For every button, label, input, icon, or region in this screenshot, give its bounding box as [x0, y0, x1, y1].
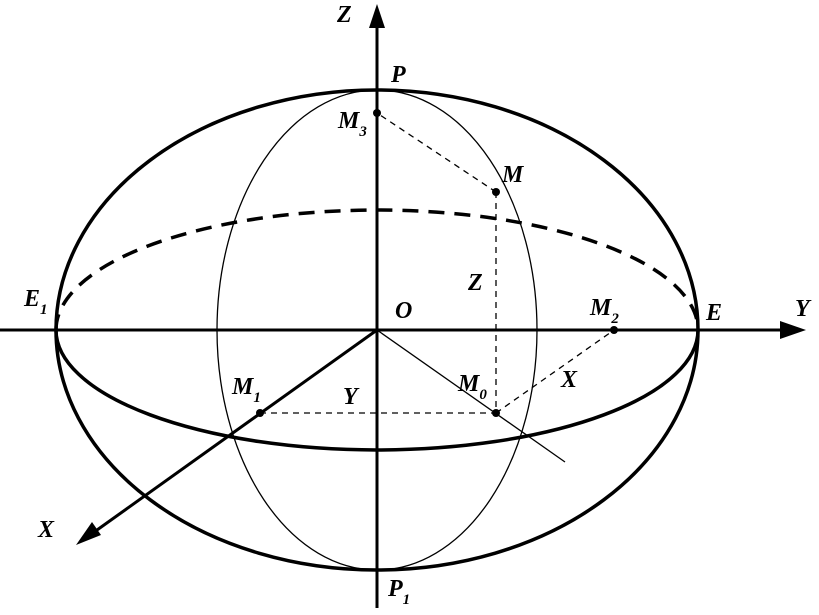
label-point-m2: M2 [589, 295, 619, 327]
z-arrow-head [369, 4, 385, 28]
label-segment-x: X [560, 367, 578, 393]
label-segment-z: Z [467, 270, 483, 296]
label-point-m: M [501, 162, 525, 188]
x-axis [89, 328, 378, 537]
point-m0 [492, 409, 500, 417]
point-m [492, 188, 500, 196]
label-axis-y: Y [795, 296, 812, 322]
point-m1 [256, 409, 264, 417]
label-pole-north: P [390, 62, 406, 88]
point-m2 [610, 326, 618, 334]
label-point-m1: M1 [231, 374, 261, 406]
dash-m0-m2 [495, 329, 615, 414]
line-o-m0 [376, 329, 566, 463]
y-arrow-head [780, 321, 806, 339]
label-equator-right: E [705, 300, 722, 326]
point-m3 [373, 109, 381, 117]
label-pole-south: P1 [387, 576, 410, 608]
dash-m-m3 [376, 112, 497, 193]
x-arrow-head [76, 522, 101, 545]
label-point-m0: M0 [457, 371, 487, 403]
label-axis-z: Z [336, 2, 352, 28]
label-segment-y: Y [343, 384, 360, 410]
label-equator-left: E1 [23, 286, 48, 318]
label-axis-x: X [37, 517, 55, 543]
label-origin: O [395, 298, 412, 324]
label-point-m3: M3 [337, 108, 367, 140]
